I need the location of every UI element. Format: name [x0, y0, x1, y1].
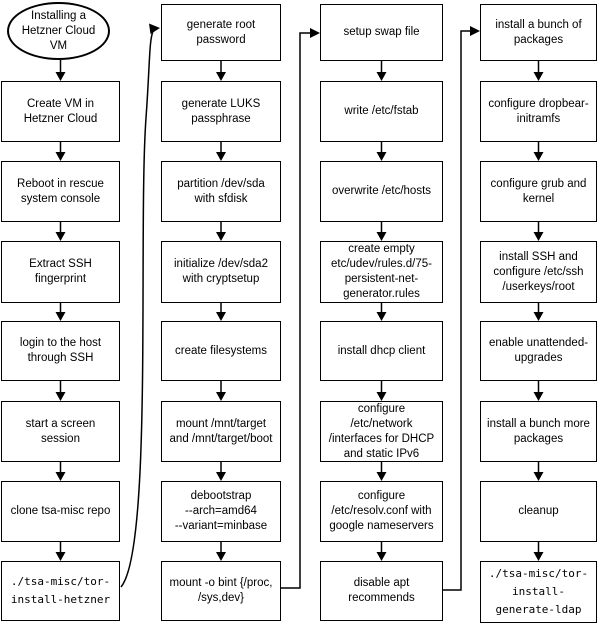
node-mount-mnt-target: mount /mnt/target and /mnt/target/boot	[161, 401, 281, 462]
flow-arrowhead-icon	[55, 312, 66, 321]
node-label: overwrite /etc/hosts	[331, 185, 432, 197]
node-write-etc-fstab: write /etc/fstab	[320, 81, 443, 142]
node-label: setup swap file	[343, 26, 420, 38]
node-install-more-packages: install a bunch more packages	[480, 401, 597, 462]
node-label: Installing a Hetzner Cloud VM	[21, 9, 96, 52]
node-label: configure /etc/network /interfaces for D…	[328, 402, 435, 460]
node-partition-dev-sda: partition /dev/sda with sfdisk	[161, 161, 281, 222]
node-run-tor-install-generate-ldap: ./tsa-misc/tor- install- generate-ldap	[480, 561, 597, 623]
flow-arrowhead-icon	[55, 392, 66, 401]
node-label: disable apt recommends	[348, 577, 415, 604]
node-generate-luks-passphrase: generate LUKS passphrase	[161, 81, 281, 142]
flow-arrowhead-icon	[216, 152, 226, 161]
node-enable-unattended-upgrades: enable unattended- upgrades	[480, 321, 597, 381]
node-configure-dropbear-initramfs: configure dropbear- initramfs	[480, 81, 597, 142]
node-debootstrap: debootstrap --arch=amd64 --variant=minba…	[161, 481, 281, 542]
node-extract-ssh-fingerprint: Extract SSH fingerprint	[1, 241, 120, 303]
node-label: clone tsa-misc repo	[10, 505, 111, 517]
flow-arrowhead-icon	[376, 152, 387, 161]
node-label: Create VM in Hetzner Cloud	[23, 97, 98, 125]
flow-arrowhead-icon	[55, 152, 66, 161]
flow-arrowhead-icon	[533, 472, 544, 481]
node-label: configure grub and kernel	[490, 177, 587, 205]
flow-arrowhead-icon	[376, 392, 387, 401]
node-clone-tsa-misc: clone tsa-misc repo	[1, 481, 120, 542]
flow-arrowhead-icon	[216, 552, 226, 561]
node-mount-bind: mount -o bint {/proc, /sys,dev}	[161, 561, 281, 621]
node-configure-grub-kernel: configure grub and kernel	[480, 161, 597, 222]
node-label: initialize /dev/sda2 with cryptsetup	[174, 258, 268, 285]
flow-arrowhead-icon	[216, 72, 226, 81]
node-label: create filesystems	[174, 344, 268, 357]
node-label: ./tsa-misc/tor- install- generate-ldap	[488, 567, 589, 616]
node-label: install a bunch of packages	[495, 18, 582, 46]
node-label: start a screen session	[25, 417, 96, 445]
down-arrows-group	[55, 60, 544, 561]
flow-arrowhead-icon	[533, 312, 544, 321]
flow-arrowhead-icon	[216, 232, 226, 241]
node-create-empty-udev-rules: create empty etc/udev/rules.d/75- persis…	[320, 241, 443, 303]
node-label: mount /mnt/target and /mnt/target/boot	[169, 417, 273, 445]
node-label: login to the host through SSH	[19, 337, 102, 364]
connector-mount-bind-to-swap-file	[281, 28, 320, 589]
node-label: generate root password	[186, 18, 256, 46]
node-label: partition /dev/sda with sfdisk	[177, 177, 265, 205]
node-label: configure dropbear- initramfs	[488, 97, 589, 125]
node-label: install a bunch more packages	[487, 417, 590, 445]
node-login-ssh: login to the host through SSH	[1, 321, 120, 381]
node-start-terminator: Installing a Hetzner Cloud VM	[7, 2, 110, 60]
flow-arrowhead-icon	[216, 472, 226, 481]
flow-arrowhead-icon	[55, 472, 66, 481]
node-label: install SSH and configure /etc/ssh /user…	[493, 250, 584, 293]
connector-hetzner-script-to-root-password	[120, 23, 160, 588]
node-install-packages: install a bunch of packages	[480, 4, 597, 61]
node-configure-network-interfaces: configure /etc/network /interfaces for D…	[320, 401, 443, 462]
flow-arrowhead-icon	[55, 72, 66, 81]
node-install-ssh-userkeys: install SSH and configure /etc/ssh /user…	[480, 241, 597, 303]
flow-arrowhead-icon	[55, 232, 66, 241]
flow-arrowhead-icon	[376, 552, 387, 561]
node-generate-root-password: generate root password	[161, 4, 281, 61]
flow-arrowhead-icon	[533, 552, 544, 561]
node-label: write /etc/fstab	[344, 105, 419, 117]
flow-arrowhead-icon	[216, 312, 226, 321]
node-configure-resolv-conf: configure /etc/resolv.conf with google n…	[320, 481, 443, 542]
flow-arrowhead-icon	[376, 472, 387, 481]
node-label: install dhcp client	[337, 344, 426, 357]
flow-arrowhead-icon	[376, 72, 387, 81]
node-label: Extract SSH fingerprint	[29, 258, 92, 285]
node-overwrite-etc-hosts: overwrite /etc/hosts	[320, 161, 443, 222]
node-label: ./tsa-misc/tor- install-hetzner	[10, 575, 111, 606]
node-create-filesystems: create filesystems	[161, 321, 281, 381]
flow-arrowhead-icon	[55, 552, 66, 561]
node-label: generate LUKS passphrase	[181, 97, 261, 125]
node-label: enable unattended- upgrades	[488, 337, 589, 364]
flow-arrowhead-icon	[376, 232, 387, 241]
node-cleanup: cleanup	[480, 481, 597, 542]
node-start-screen-session: start a screen session	[1, 401, 120, 462]
node-disable-apt-recommends: disable apt recommends	[320, 561, 443, 621]
node-initialize-cryptsetup: initialize /dev/sda2 with cryptsetup	[161, 241, 281, 303]
flow-arrowhead-icon	[376, 312, 387, 321]
node-label: debootstrap --arch=amd64 --variant=minba…	[174, 490, 268, 532]
node-install-dhcp-client: install dhcp client	[320, 321, 443, 381]
flow-arrowhead-icon	[533, 232, 544, 241]
node-reboot-rescue: Reboot in rescue system console	[1, 161, 120, 222]
node-label: cleanup	[518, 505, 559, 517]
node-run-tor-install-hetzner: ./tsa-misc/tor- install-hetzner	[1, 561, 120, 621]
flow-arrowhead-icon	[533, 152, 544, 161]
node-label: Reboot in rescue system console	[17, 177, 104, 205]
node-label: mount -o bint {/proc, /sys,dev}	[169, 577, 273, 604]
flow-arrowhead-icon	[533, 392, 544, 401]
flow-arrowhead-icon	[533, 72, 544, 81]
node-create-vm: Create VM in Hetzner Cloud	[1, 81, 120, 142]
node-label: configure /etc/resolv.conf with google n…	[329, 490, 434, 532]
node-setup-swap-file: setup swap file	[320, 4, 443, 61]
connector-apt-recommends-to-install-packages	[443, 26, 480, 591]
node-label: create empty etc/udev/rules.d/75- persis…	[330, 243, 432, 300]
flow-arrowhead-icon	[216, 392, 226, 401]
